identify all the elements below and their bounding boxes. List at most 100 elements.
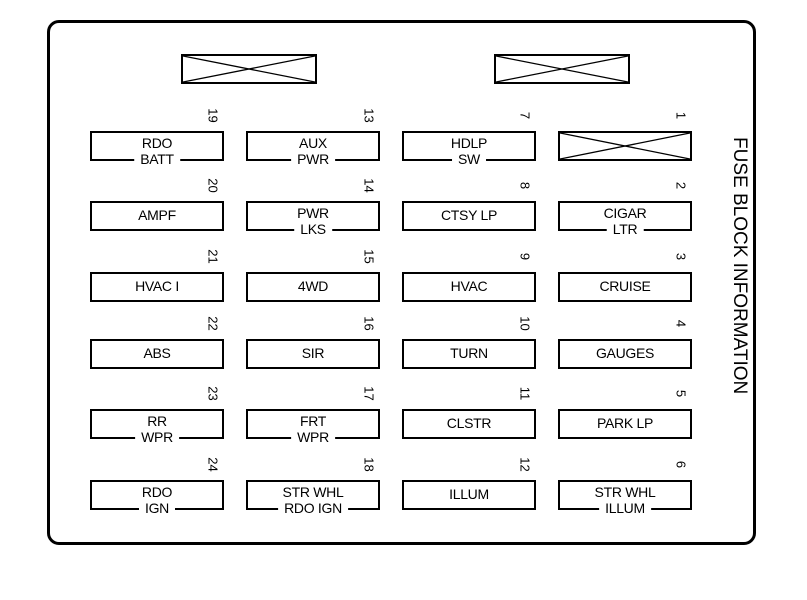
- empty-slot-x-icon: [183, 56, 315, 82]
- fuse-label: RDO: [141, 135, 173, 151]
- fuse-slot: [558, 339, 692, 369]
- fuse-slot: [246, 272, 380, 302]
- fuse-slot: [402, 409, 536, 439]
- empty-slot-x-icon: [560, 133, 690, 159]
- fuse-11: CLSTR 11: [402, 387, 536, 439]
- fuse-label-line2: PWR: [291, 151, 335, 167]
- fuse-slot: [402, 272, 536, 302]
- fuse-label-line2: SW: [452, 151, 486, 167]
- fuse-number: 7: [517, 111, 533, 120]
- fuse-21: HVAC I 21: [90, 249, 224, 302]
- fuse-number: 9: [517, 252, 533, 261]
- fuse-slot: [90, 339, 224, 369]
- fuse-number: 17: [361, 386, 377, 401]
- fuse-number: 21: [205, 249, 221, 264]
- fuse-slot: [90, 272, 224, 302]
- fuse-label: ABS: [143, 345, 171, 361]
- fuse-label: HVAC I: [135, 278, 179, 294]
- fuse-number: 1: [673, 111, 689, 120]
- fuse-label: AMPF: [138, 207, 176, 223]
- fuse-15: 4WD 15: [246, 249, 380, 302]
- fuse-slot: [402, 480, 536, 510]
- fuse-number: 5: [673, 389, 689, 398]
- fuse-label: HDLP: [450, 135, 488, 151]
- fuse-number: 4: [673, 319, 689, 328]
- fuse-label: FRT: [299, 413, 327, 429]
- fuse-label: GAUGES: [595, 345, 655, 361]
- fuse-label-line2: BATT: [134, 151, 180, 167]
- fuse-label-line2: IGN: [139, 500, 175, 516]
- fuse-label-line2: LTR: [606, 221, 644, 237]
- fuse-number: 12: [517, 457, 533, 472]
- fuse-number: 24: [205, 457, 221, 472]
- fuse-label: AUX: [299, 135, 327, 151]
- fuse-number: 23: [205, 386, 221, 401]
- fuse-label-line2: ILLUM: [599, 500, 651, 516]
- fuse-number: 22: [205, 316, 221, 331]
- diagram-title: FUSE BLOCK INFORMATION: [729, 137, 750, 395]
- fuse-3: CRUISE 3: [558, 253, 692, 302]
- fuse-label-line2: RDO IGN: [278, 500, 348, 516]
- fuse-label: ILLUM: [449, 486, 489, 502]
- fuse-20: AMPF 20: [90, 178, 224, 231]
- fuse-slot: [558, 409, 692, 439]
- fuse-label: TURN: [450, 345, 488, 361]
- fuse-label-line2: WPR: [291, 429, 335, 445]
- fuse-slot: [558, 131, 692, 161]
- fuse-label-line2: LKS: [294, 221, 332, 237]
- fuse-slot: [90, 201, 224, 231]
- fuse-8: CTSY LP 8: [402, 182, 536, 231]
- fuse-5: PARK LP 5: [558, 390, 692, 439]
- fuse-number: 20: [205, 178, 221, 193]
- fuse-label: PWR: [297, 205, 329, 221]
- fuse-number: 18: [361, 457, 377, 472]
- fuse-label: CIGAR: [603, 205, 647, 221]
- fuse-label: CLSTR: [446, 415, 492, 431]
- empty-slot-x-icon: [496, 56, 628, 82]
- fuse-number: 16: [361, 316, 377, 331]
- fuse-1: 1: [558, 112, 692, 161]
- fuse-slot: [558, 272, 692, 302]
- fuse-number: 2: [673, 181, 689, 190]
- fuse-slot: [246, 339, 380, 369]
- fuse-label: RR: [147, 413, 167, 429]
- fuse-label: RDO: [141, 484, 173, 500]
- fuse-10: TURN 10: [402, 316, 536, 369]
- fuse-number: 14: [361, 178, 377, 193]
- fuse-label: 4WD: [297, 278, 329, 294]
- fuse-number: 8: [517, 181, 533, 190]
- fuse-number: 6: [673, 460, 689, 469]
- fuse-label-line2: WPR: [135, 429, 179, 445]
- fuse-label: STR WHL: [282, 484, 344, 500]
- relay-slot-left: [181, 54, 317, 84]
- fuse-label: SIR: [301, 345, 325, 361]
- relay-slot-right: [494, 54, 630, 84]
- fuse-number: 15: [361, 249, 377, 264]
- fuse-slot: [402, 339, 536, 369]
- fuse-label: CRUISE: [599, 278, 651, 294]
- fuse-number: 3: [673, 252, 689, 261]
- fuse-22: ABS 22: [90, 316, 224, 369]
- fuse-9: HVAC 9: [402, 253, 536, 302]
- fuse-12: ILLUM 12: [402, 457, 536, 510]
- fuse-label: CTSY LP: [441, 207, 497, 223]
- fuse-number: 10: [517, 316, 533, 331]
- fuse-number: 11: [517, 386, 533, 401]
- fuse-label: HVAC: [450, 278, 488, 294]
- fuse-number: 13: [361, 108, 377, 123]
- fuse-slot: [402, 201, 536, 231]
- fuse-label: PARK LP: [597, 415, 653, 431]
- fuse-number: 19: [205, 108, 221, 123]
- fuse-16: SIR 16: [246, 316, 380, 369]
- fuse-4: GAUGES 4: [558, 320, 692, 369]
